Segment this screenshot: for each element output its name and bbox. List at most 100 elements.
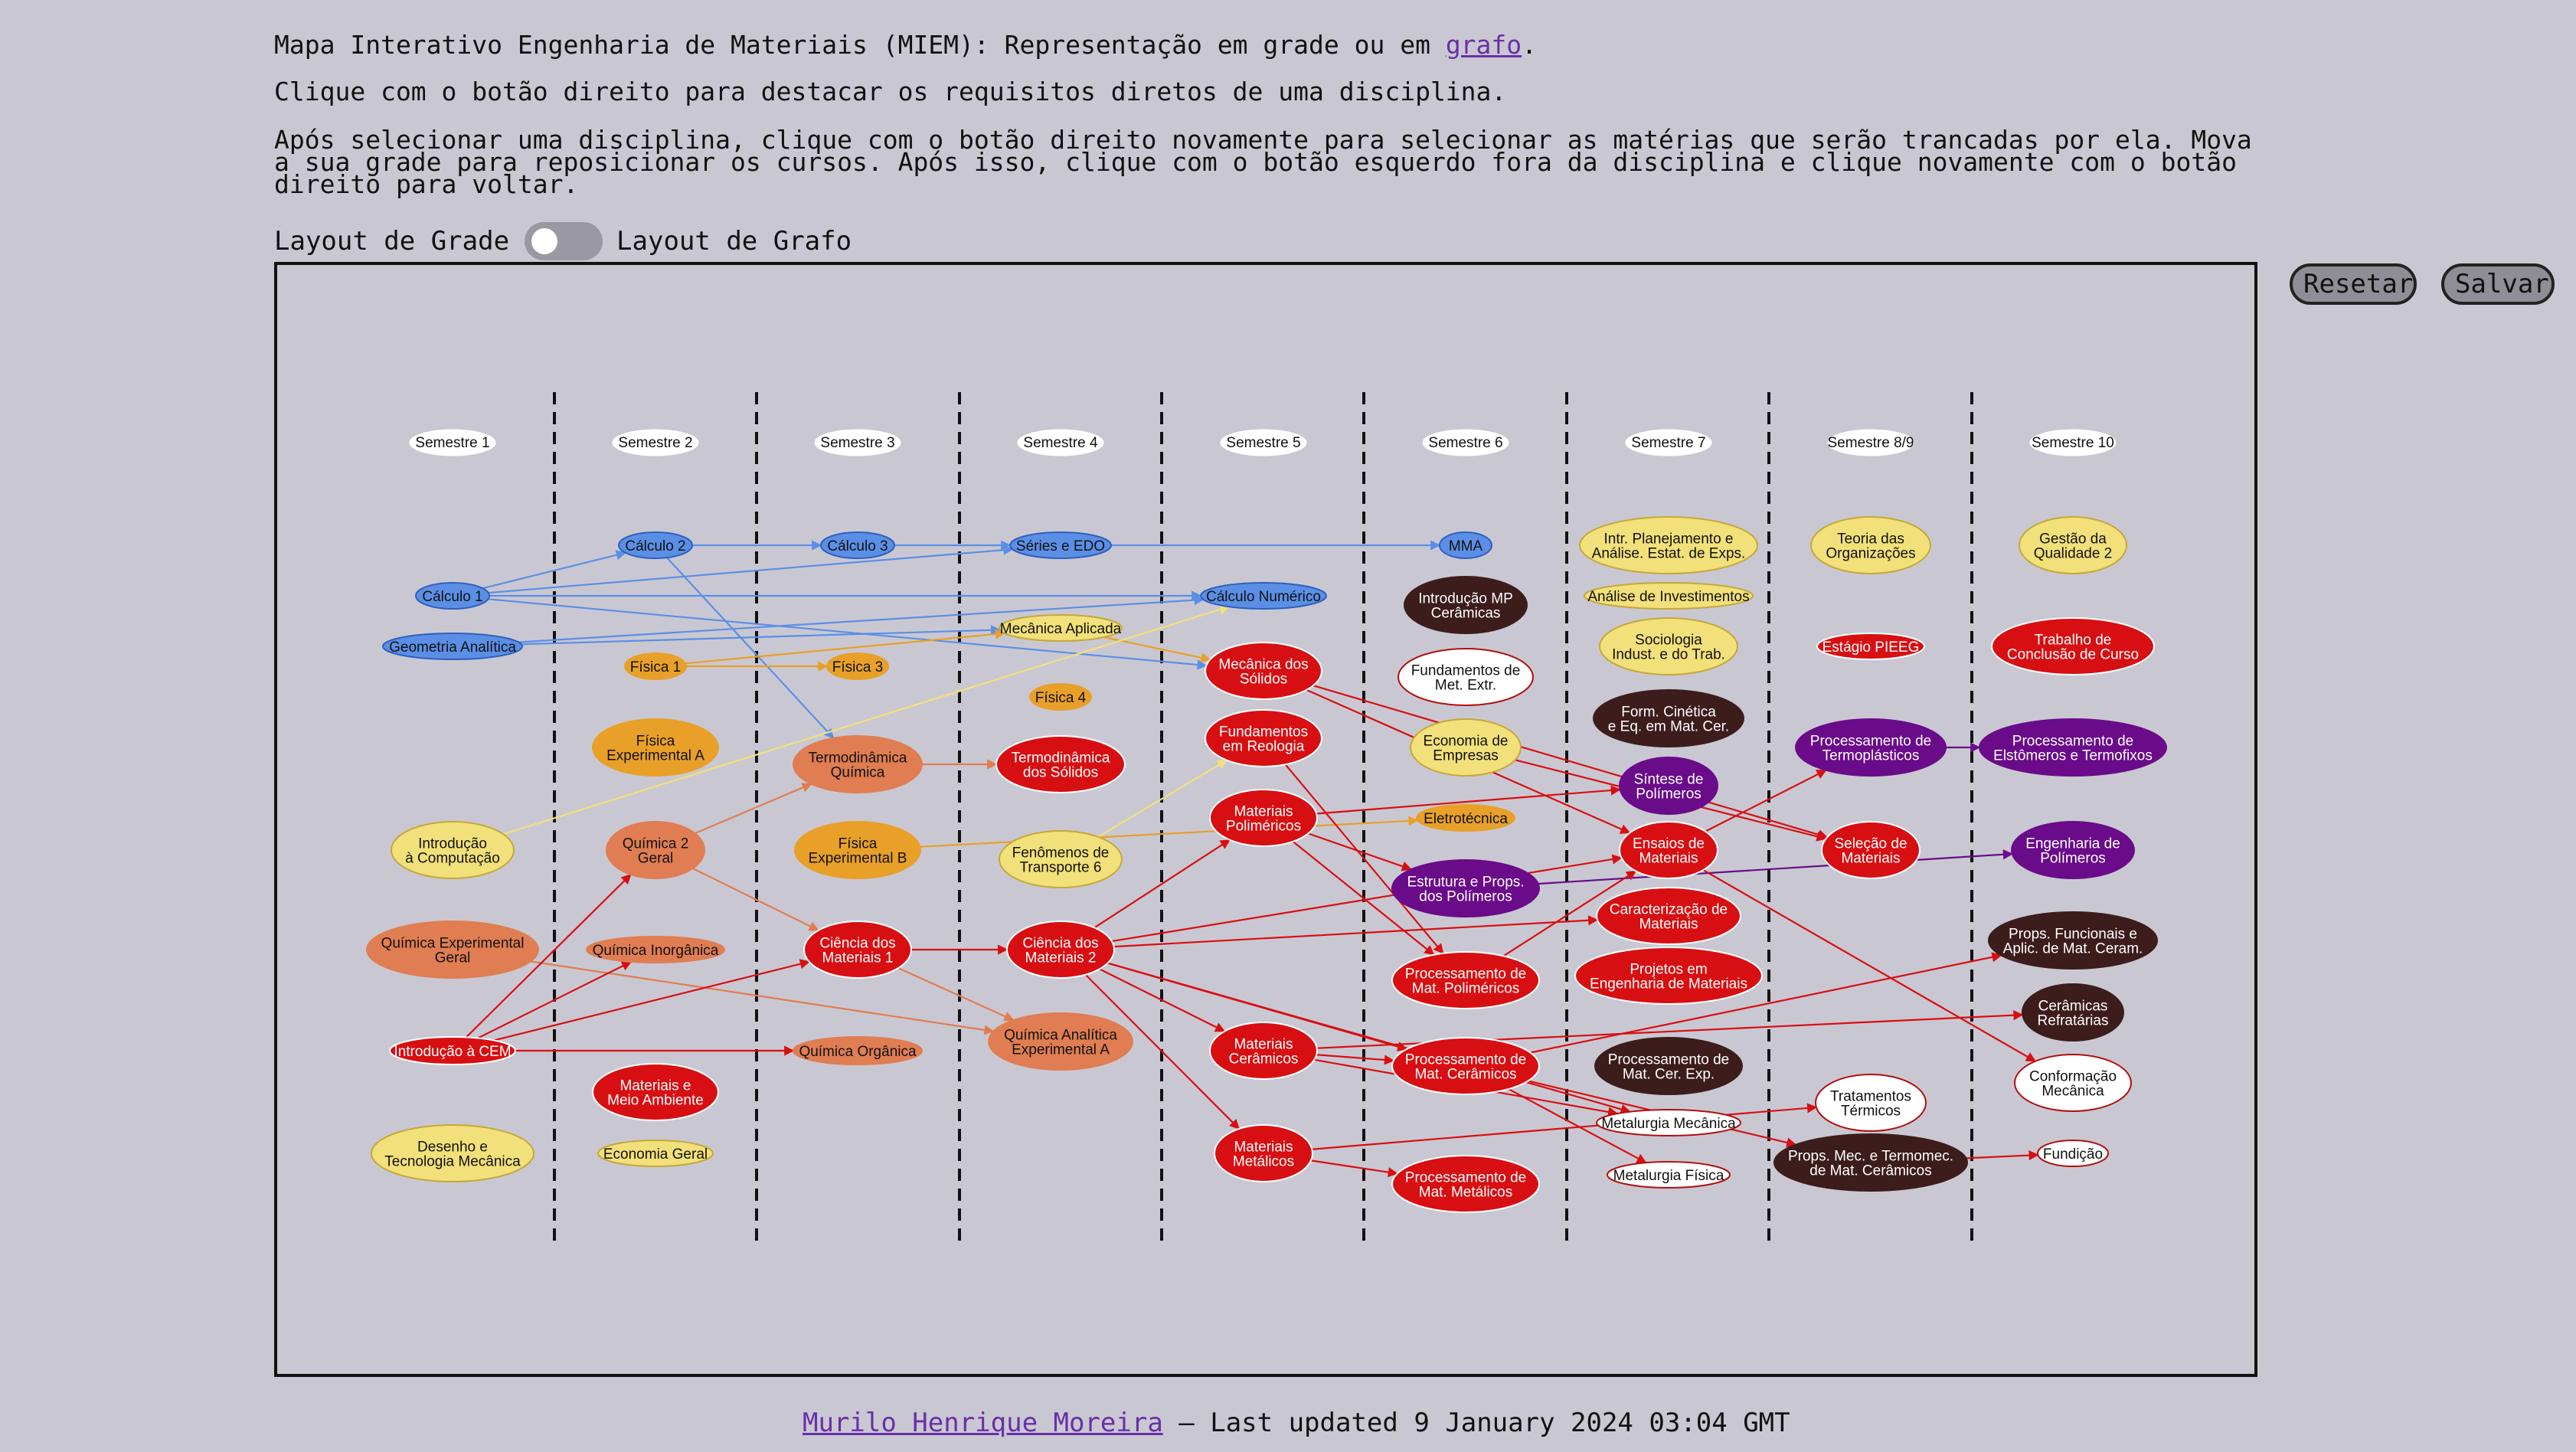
course-ellipse[interactable] — [1398, 648, 1534, 706]
course-ellipse[interactable] — [999, 830, 1123, 888]
course-ellipse[interactable] — [1988, 911, 2158, 970]
course-ellipse[interactable] — [1214, 1124, 1313, 1182]
course-ellipse[interactable] — [803, 921, 912, 979]
course-node-analinv[interactable]: Análise de Investimentos — [1584, 582, 1754, 610]
course-ellipse[interactable] — [586, 936, 725, 963]
course-ellipse[interactable] — [415, 582, 490, 610]
course-ellipse[interactable] — [1795, 718, 1947, 777]
course-ellipse[interactable] — [1596, 887, 1741, 945]
course-node-introcem[interactable]: Introdução à CEM — [389, 1036, 516, 1065]
course-ellipse[interactable] — [1009, 531, 1112, 559]
course-ellipse[interactable] — [1815, 1074, 1927, 1132]
course-ellipse[interactable] — [1579, 516, 1758, 574]
course-ellipse[interactable] — [820, 531, 895, 559]
course-node-mecap[interactable]: Mecânica Aplicada — [999, 614, 1123, 642]
course-ellipse[interactable] — [1416, 804, 1515, 832]
course-ellipse[interactable] — [988, 1012, 1133, 1071]
course-node-series[interactable]: Séries e EDO — [1009, 531, 1112, 559]
course-ellipse[interactable] — [1584, 582, 1754, 610]
course-ellipse[interactable] — [1773, 1133, 1968, 1192]
course-node-calcnum[interactable]: Cálculo Numérico — [1200, 582, 1327, 610]
course-ellipse[interactable] — [597, 1140, 714, 1167]
course-node-metfis[interactable]: Metalurgia Física — [1607, 1161, 1731, 1189]
course-ellipse[interactable] — [1596, 1109, 1741, 1136]
course-ellipse[interactable] — [1209, 1022, 1318, 1080]
course-ellipse[interactable] — [1410, 718, 1522, 777]
course-node-calc1[interactable]: Cálculo 1 — [415, 582, 490, 610]
course-node-fis4[interactable]: Física 4 — [1029, 683, 1092, 711]
course-ellipse[interactable] — [794, 821, 921, 879]
course-ellipse[interactable] — [1391, 1037, 1540, 1095]
graph-link[interactable]: grafo — [1445, 30, 1522, 60]
course-ellipse[interactable] — [1619, 757, 1718, 815]
course-ellipse[interactable] — [1810, 516, 1931, 574]
course-node-estagio[interactable]: Estágio PIEEG — [1816, 633, 1925, 660]
save-button[interactable]: Salvar — [2441, 263, 2555, 305]
course-ellipse[interactable] — [999, 614, 1123, 642]
course-node-calc2[interactable]: Cálculo 2 — [618, 531, 693, 559]
course-ellipse[interactable] — [1979, 718, 2167, 777]
course-ellipse[interactable] — [592, 718, 719, 777]
course-ellipse[interactable] — [1209, 789, 1318, 847]
course-node-qinorg[interactable]: Química Inorgânica — [586, 936, 725, 963]
course-ellipse[interactable] — [1593, 689, 1744, 747]
course-ellipse[interactable] — [1607, 1161, 1731, 1189]
course-ellipse[interactable] — [366, 921, 539, 979]
course-ellipse[interactable] — [382, 633, 523, 660]
course-ellipse[interactable] — [1599, 617, 1738, 675]
course-node-metmec[interactable]: Metalurgia Mecânica — [1596, 1109, 1741, 1136]
course-ellipse[interactable] — [1205, 709, 1322, 767]
course-ellipse[interactable] — [793, 1036, 923, 1065]
course-ellipse[interactable] — [2037, 1140, 2109, 1167]
course-ellipse[interactable] — [371, 1124, 534, 1182]
course-ellipse[interactable] — [624, 652, 687, 680]
course-ellipse[interactable] — [1391, 1155, 1540, 1213]
course-ellipse[interactable] — [1816, 633, 1925, 660]
course-node-fis1[interactable]: Física 1 — [624, 652, 687, 680]
course-ellipse[interactable] — [606, 821, 705, 879]
course-node-econ[interactable]: Economia Geral — [597, 1140, 714, 1167]
course-node-mmaS6[interactable]: MMA — [1439, 531, 1492, 559]
course-ellipse[interactable] — [2014, 1054, 2132, 1112]
course-ellipse[interactable] — [1029, 683, 1092, 711]
reset-button[interactable]: Resetar — [2290, 263, 2417, 305]
course-ellipse[interactable] — [1391, 859, 1540, 917]
course-ellipse[interactable] — [2022, 983, 2124, 1042]
course-node-fundicao[interactable]: Fundição — [2037, 1140, 2109, 1167]
course-ellipse[interactable] — [826, 652, 889, 680]
course-ellipse[interactable] — [1574, 947, 1763, 1005]
